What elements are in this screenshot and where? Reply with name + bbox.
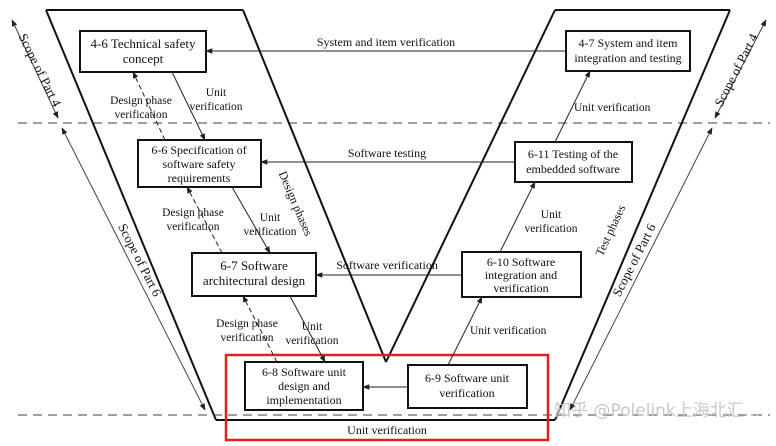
scope-part4-left-label: Scope of Part 4 [16,31,65,110]
svg-text:6-8 Software unit: 6-8 Software unit [262,365,347,379]
box-6-11-testing-embedded-software: 6-11 Testing of the embedded software [514,141,633,183]
unit-verification-label-2a: Unit [260,212,281,224]
horizontal-arrows [205,48,566,390]
box-6-7-software-architectural-design: 6-7 Software architectural design [191,252,317,297]
svg-text:integration and: integration and [485,268,557,282]
box-4-6-technical-safety-concept: 4-6 Technical safety concept [79,30,207,73]
watermark: 知乎 @Polelink上海北汇... [554,401,760,421]
unit-verification-right-1: Unit verification [470,325,547,337]
unit-verification-label-3a: Unit [302,321,323,333]
svg-text:concept: concept [123,51,164,66]
svg-text:4-7 System and item: 4-7 System and item [579,36,679,50]
unit-verification-label-3b: verification [285,335,338,347]
unit-verification-bottom-label: Unit verification [347,423,427,437]
svg-text:6-6 Specification of: 6-6 Specification of [151,143,246,157]
design-phase-verification-label-3b: verification [220,332,273,344]
unit-verification-right-2b: verification [524,223,577,235]
svg-text:6-7 Software: 6-7 Software [220,258,288,273]
test-flow-arrows [447,70,591,366]
design-phase-verification-label-1a: Design phase [110,95,172,107]
unit-verification-label-1a: Unit [206,87,227,99]
svg-text:architectural design: architectural design [203,273,306,288]
unit-verification-right-2a: Unit [541,209,562,221]
design-phase-verification-arrows [132,71,278,363]
design-flow-arrows [171,71,326,363]
svg-text:embedded software: embedded software [526,162,620,176]
box-4-7-system-item-integration: 4-7 System and item integration and test… [565,30,691,72]
design-phase-verification-label-3a: Design phase [216,318,278,330]
software-verification-label: Software verification [336,258,438,272]
svg-text:implementation: implementation [266,393,341,407]
svg-text:6-11 Testing of the: 6-11 Testing of the [528,147,618,161]
test-phases-label: Test phases [592,202,628,258]
box-6-9-software-unit-verification: 6-9 Software unit verification [407,364,528,409]
software-testing-label: Software testing [348,146,426,160]
scope-lines-right [569,19,767,411]
box-6-6-software-safety-requirements: 6-6 Specification of software safety req… [137,139,262,188]
svg-text:verification: verification [439,386,494,400]
svg-text:requirements: requirements [168,171,231,185]
svg-text:4-6 Technical safety: 4-6 Technical safety [91,36,196,51]
scope-lines-left [11,19,206,411]
design-phase-verification-label-2a: Design phase [162,207,224,219]
svg-text:software safety: software safety [163,157,236,171]
design-phase-verification-label-1b: verification [114,109,167,121]
scope-part4-right-label: Scope of Part 4 [711,31,761,109]
box-6-8-software-unit-design: 6-8 Software unit design and implementat… [244,361,364,411]
system-item-verification-label: System and item verification [317,35,455,49]
scope-part6-left-label: Scope of Part 6 [115,221,165,299]
box-6-10-software-integration-verification: 6-10 Software integration and verificati… [461,251,582,298]
svg-text:verification: verification [493,281,548,295]
svg-text:6-10 Software: 6-10 Software [487,255,555,269]
unit-verification-right-3: Unit verification [574,102,651,114]
design-phase-verification-label-2b: verification [166,221,219,233]
unit-verification-label-2b: verification [243,226,296,238]
svg-text:6-9 Software unit: 6-9 Software unit [425,371,510,385]
svg-text:integration and testing: integration and testing [574,51,681,65]
unit-verification-label-1b: verification [189,101,242,113]
highlight-box [224,353,550,442]
svg-text:design and: design and [278,379,330,393]
